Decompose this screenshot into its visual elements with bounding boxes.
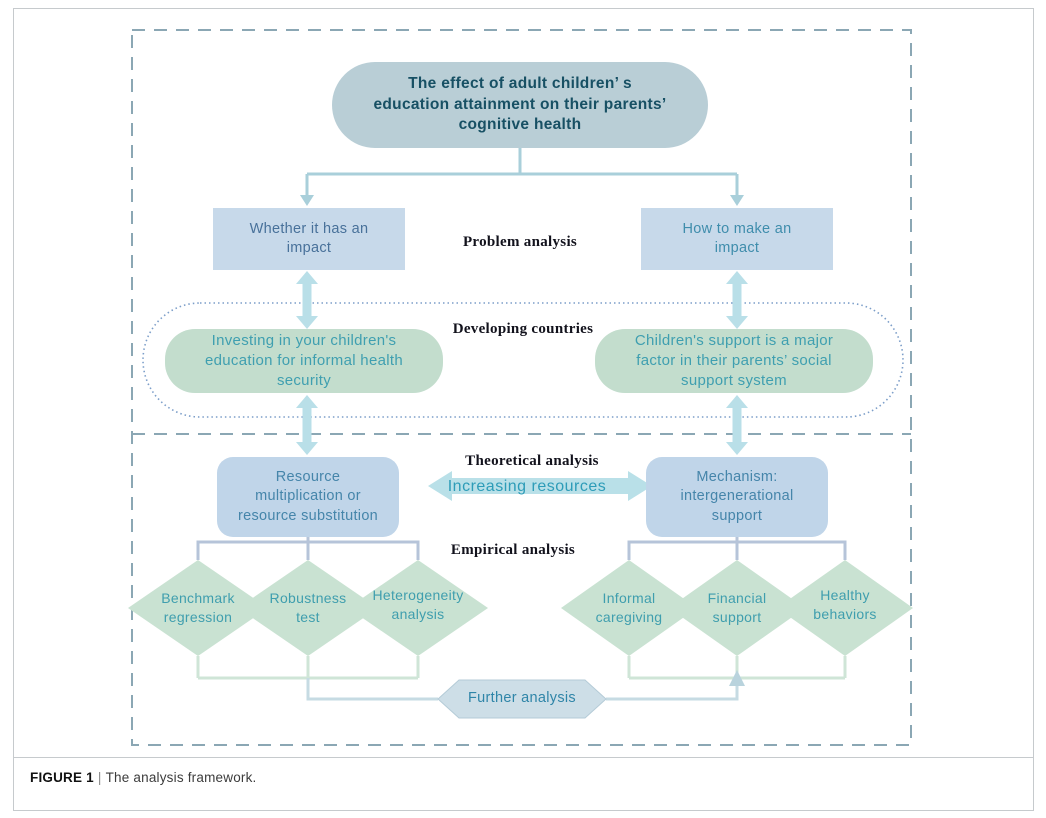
node-whether-impact: Whether it has an impact: [213, 208, 405, 270]
diamond-label-heterogeneity: Heterogeneity analysis: [372, 587, 464, 622]
figure-caption-separator: |: [97, 770, 102, 785]
left-bottom-bracket: [196, 656, 420, 680]
diamond-healthy-shape: [777, 560, 913, 656]
diamond-heterogeneity-shape: [348, 560, 488, 656]
label-empirical-analysis: Empirical analysis: [450, 542, 576, 559]
left-top-bracket: [196, 537, 420, 560]
label-increasing-resources: Increasing resources: [447, 478, 607, 496]
arrowhead-down-left-icon: [300, 195, 314, 206]
node-resource-substitution: Resource multiplication or resource subs…: [217, 457, 399, 537]
outer-dashed-border: [131, 29, 912, 746]
double-arrow-right-bottom-icon: [726, 395, 748, 455]
figure-caption-label: FIGURE 1: [30, 770, 94, 785]
diamond-label-healthy: Healthy behaviors: [813, 587, 877, 622]
diamond-benchmark-shape: [128, 560, 268, 656]
double-arrow-left-bottom-icon: [296, 395, 318, 455]
diamond-robustness-shape: [238, 560, 378, 656]
dotted-container-border: [142, 302, 904, 418]
diamond-label-robustness: Robustness test: [269, 590, 347, 625]
root-connector-lines: [305, 147, 739, 196]
double-arrow-horizontal-icon: [428, 471, 652, 501]
further-analysis-hexagon-shape: [437, 679, 607, 719]
diamond-financial-shape: [669, 560, 805, 656]
arrowhead-down-right-icon: [730, 195, 744, 206]
figure-frame: [13, 8, 1034, 811]
further-analysis-connector: [306, 678, 739, 701]
diamond-informal-shape: [561, 560, 697, 656]
figure-caption-text: The analysis framework.: [105, 770, 257, 785]
node-mechanism-support: Mechanism: intergenerational support: [646, 457, 828, 537]
figure-caption: FIGURE 1|The analysis framework.: [30, 770, 257, 785]
arrowhead-up-icon: [729, 670, 745, 686]
right-top-bracket: [627, 537, 847, 560]
diamond-label-financial: Financial support: [707, 590, 767, 625]
node-investing-education: Investing in your children's education f…: [165, 329, 443, 393]
node-further-analysis: Further analysis: [468, 690, 576, 707]
node-root: The effect of adult children’ s educatio…: [332, 62, 708, 148]
node-children-support: Children's support is a major factor in …: [595, 329, 873, 393]
label-developing-countries: Developing countries: [452, 321, 594, 338]
double-arrow-right-top-icon: [726, 271, 748, 329]
label-theoretical-analysis: Theoretical analysis: [465, 453, 599, 470]
double-arrow-left-top-icon: [296, 271, 318, 329]
diamond-label-benchmark: Benchmark regression: [161, 590, 235, 625]
label-problem-analysis: Problem analysis: [462, 234, 578, 251]
diamond-label-informal: Informal caregiving: [595, 590, 663, 625]
caption-divider: [13, 757, 1034, 758]
node-how-impact: How to make an impact: [641, 208, 833, 270]
right-bottom-bracket: [627, 656, 847, 680]
